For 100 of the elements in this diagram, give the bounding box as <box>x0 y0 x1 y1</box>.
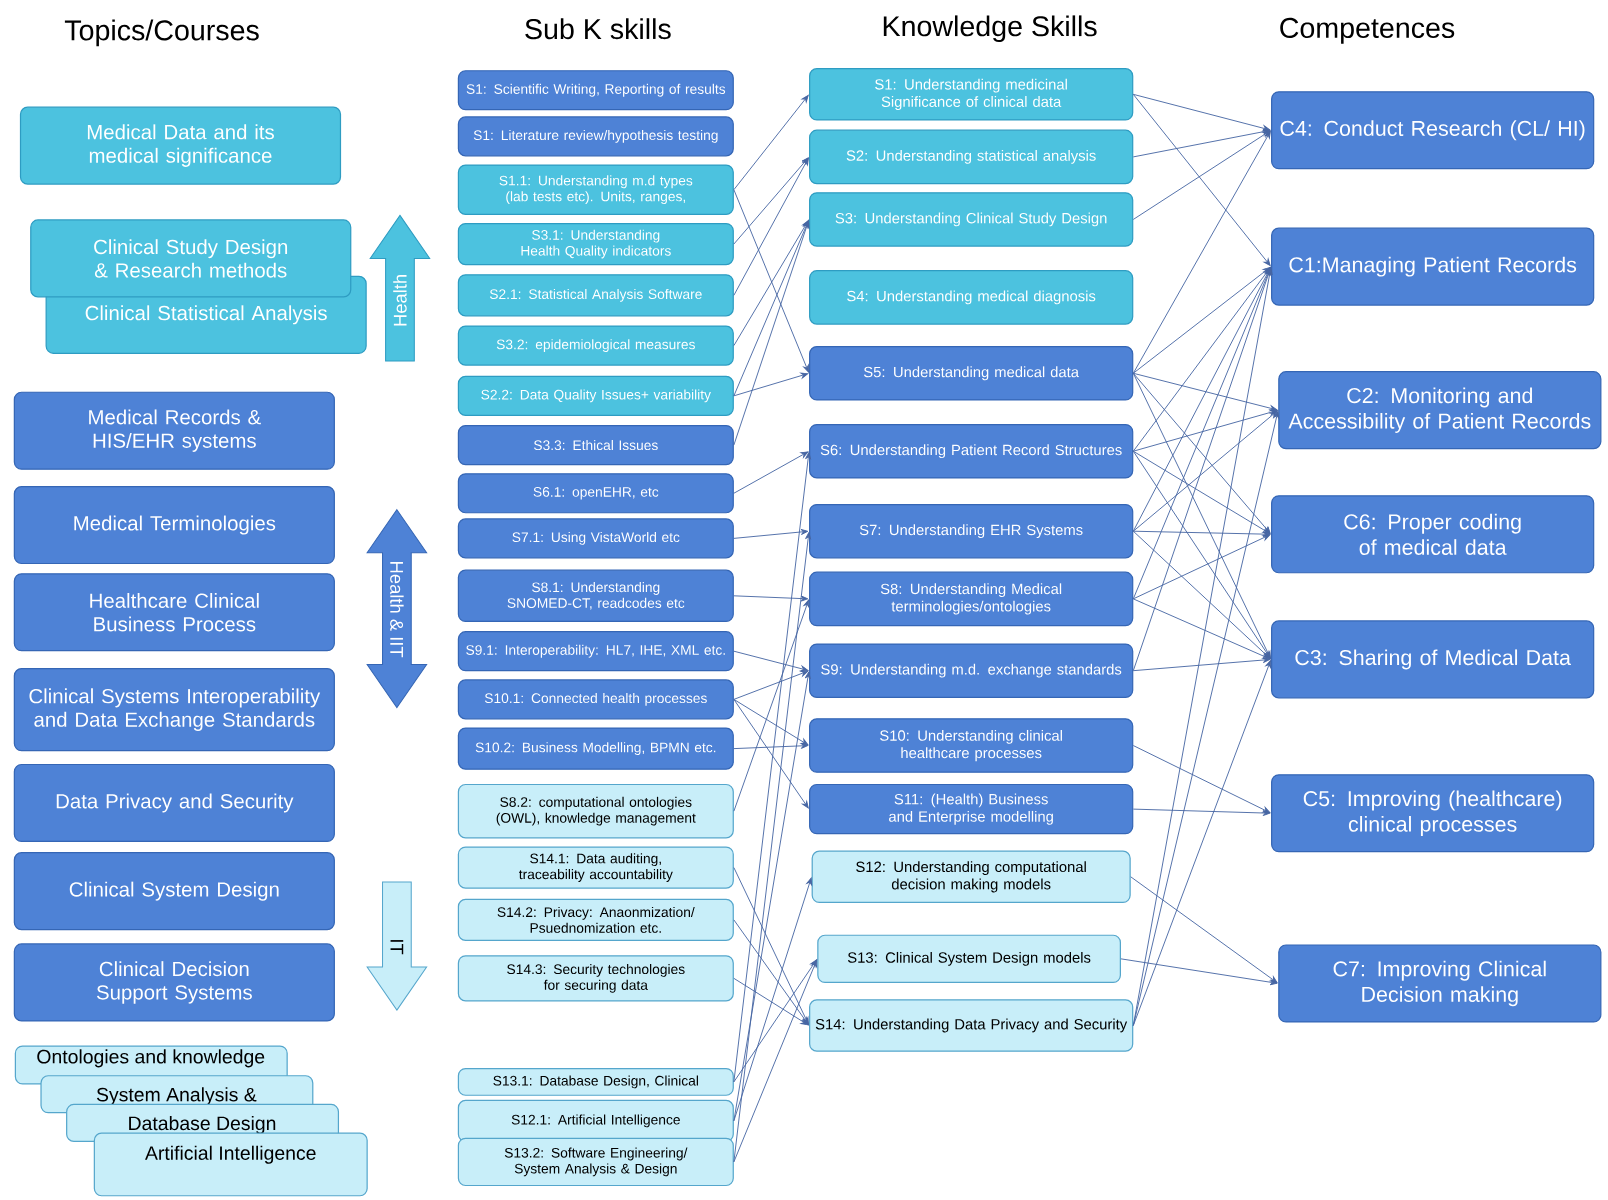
sub-skill-box: S8.2: computational ontologies (OWL), knowledge management <box>457 783 734 839</box>
sub-skill-box: S10.1: Connected health processes <box>457 679 734 720</box>
arrow <box>733 452 812 1083</box>
arrow <box>733 650 809 672</box>
arrow <box>1132 660 1272 1027</box>
sub-skill-box: S2.2: Data Quality Issues+ variability <box>457 375 734 416</box>
knowledge-skill-box: S9: Understanding m.d. exchange standards <box>809 643 1134 699</box>
topic-box: Medical Data and its medical significance <box>19 106 342 185</box>
topic-box: Clinical System Design <box>13 852 335 931</box>
competence-box: C5: Improving (healthcare) clinical processes <box>1271 774 1595 853</box>
arrow <box>1132 372 1278 412</box>
arrow <box>1132 450 1271 659</box>
topic-box: Healthcare Clinical Business Process <box>13 573 335 652</box>
topic-box: Clinical Systems Interoperability and Data Exchange Standards <box>13 668 335 752</box>
arrow <box>733 699 809 809</box>
arrow <box>1132 267 1271 452</box>
sub-skill-box: S3.2: epidemiological measures <box>457 325 734 366</box>
arrow <box>733 451 809 494</box>
arrow <box>1132 128 1271 158</box>
sub-skill-box: S14.3: Security technologies for securing data <box>457 955 734 1002</box>
arrow <box>1132 745 1271 814</box>
arrow <box>733 867 809 1025</box>
arrow <box>1132 409 1278 452</box>
topic-box: Data Privacy and Security <box>13 763 335 843</box>
arrow <box>733 372 809 397</box>
arrow <box>1132 657 1271 672</box>
arrow <box>1132 534 1271 600</box>
arrow <box>733 742 809 750</box>
arrow <box>1132 267 1271 374</box>
knowledge-skill-box: S10: Understanding clinical healthcare processes <box>809 718 1134 773</box>
topic-box: Medical Terminologies <box>13 486 335 565</box>
topic-box: Medical Records & HIS/EHR systems <box>13 391 335 470</box>
sub-skill-box: S1: Scientific Writing, Reporting of results <box>457 70 734 111</box>
arrow <box>733 94 809 191</box>
arrow <box>1132 410 1278 532</box>
topic-card: Artificial Intelligence <box>93 1132 368 1197</box>
competence-box: C1:Managing Patient Records <box>1271 227 1595 306</box>
arrow <box>1132 130 1271 220</box>
arrow <box>733 157 809 245</box>
knowledge-skill-box: S3: Understanding Clinical Study Design <box>809 192 1134 247</box>
sub-skill-box: S14.1: Data auditing, traceability accountability <box>457 846 734 889</box>
arrow <box>1132 372 1271 659</box>
knowledge-skill-box: S12: Understanding computational decision making models <box>811 850 1131 904</box>
sub-skill-box: S10.2: Business Modelling, BPMN etc. <box>457 727 734 770</box>
arrow <box>1130 876 1278 984</box>
arrow <box>733 157 809 296</box>
knowledge-skill-box: S6: Understanding Patient Record Structures <box>809 424 1134 479</box>
competence-box: C2: Monitoring and Accessibility of Patient Records <box>1278 371 1602 450</box>
arrow <box>1132 530 1271 538</box>
knowledge-skill-box: S11: (Health) Business and Enterprise modelling <box>809 783 1134 835</box>
column-heading: Sub K skills <box>525 18 671 40</box>
arrow <box>733 189 809 373</box>
competence-box: C3: Sharing of Medical Data <box>1271 620 1595 699</box>
arrow <box>1132 450 1271 535</box>
knowledge-skill-box: S7: Understanding EHR Systems <box>809 504 1134 559</box>
sub-skill-box: S2.1: Statistical Analysis Software <box>457 274 734 317</box>
column-heading: Knowledge Skills <box>883 15 1097 43</box>
sub-skill-box: S1.1: Understanding m.d types (lab tests etc). Units, ranges, <box>457 164 734 215</box>
sub-skill-box: S13.1: Database Design, Clinical <box>457 1068 734 1096</box>
knowledge-skill-box: S5: Understanding medical data <box>809 346 1134 401</box>
arrow <box>733 220 810 446</box>
sub-skill-box: S6.1: openEHR, etc <box>457 473 734 514</box>
arrow <box>1132 808 1271 817</box>
arrow <box>733 670 809 700</box>
arrow <box>733 919 809 1025</box>
knowledge-skill-box: S1: Understanding medicinal Significance of clinical data <box>809 68 1134 121</box>
arrow <box>733 532 812 1163</box>
sub-skill-box: S3.3: Ethical Issues <box>457 425 734 466</box>
competence-box: C7: Improving Clinical Decision making <box>1278 944 1602 1023</box>
arrow <box>1132 93 1271 267</box>
topic-box: Clinical Study Design & Research methods <box>30 219 352 298</box>
knowledge-skill-box: S13: Clinical System Design models <box>817 934 1121 984</box>
knowledge-skill-box: S4: Understanding medical diagnosis <box>809 270 1134 325</box>
arrow <box>1132 530 1271 660</box>
arrow <box>1120 958 1278 986</box>
arrow <box>733 877 813 1122</box>
arrow <box>733 699 809 746</box>
sub-skill-box: S13.2: Software Engineering/ System Analysis & Design <box>457 1137 734 1187</box>
arrow <box>733 977 809 1026</box>
sub-skill-box: S12.1: Artificial Intelligence <box>457 1099 734 1143</box>
knowledge-skill-box: S14: Understanding Data Privacy and Security <box>809 999 1134 1052</box>
sub-skill-box: S7.1: Using VistaWorld etc <box>457 518 734 559</box>
competence-box: C4: Conduct Research (CL/ HI) <box>1271 91 1595 170</box>
competence-box: C6: Proper coding of medical data <box>1271 495 1595 574</box>
sub-skill-box: S1: Literature review/hypothesis testing <box>457 116 734 157</box>
sub-skill-box: S14.2: Privacy: Anaonmization/ Psuednomization etc. <box>457 898 734 942</box>
arrow <box>733 220 809 347</box>
arrow <box>733 599 810 812</box>
column-heading: Competences <box>1280 17 1455 44</box>
sub-skill-box: S3.1: Understanding Health Quality indicators <box>457 223 734 266</box>
arrow <box>733 671 811 1122</box>
sub-skill-box: S8.1: Understanding SNOMED-CT, readcodes etc <box>457 569 734 623</box>
sub-skill-box: S9.1: Interoperability: HL7, IHE, XML etc. <box>457 631 734 672</box>
arrow <box>1132 598 1271 660</box>
knowledge-skill-box: S8: Understanding Medical terminologies/ontologies <box>809 571 1134 627</box>
arrow <box>733 959 818 1163</box>
arrow <box>733 959 817 1083</box>
arrow <box>1132 130 1271 374</box>
column-heading: Topics/Courses <box>64 19 259 47</box>
arrow <box>733 595 809 602</box>
